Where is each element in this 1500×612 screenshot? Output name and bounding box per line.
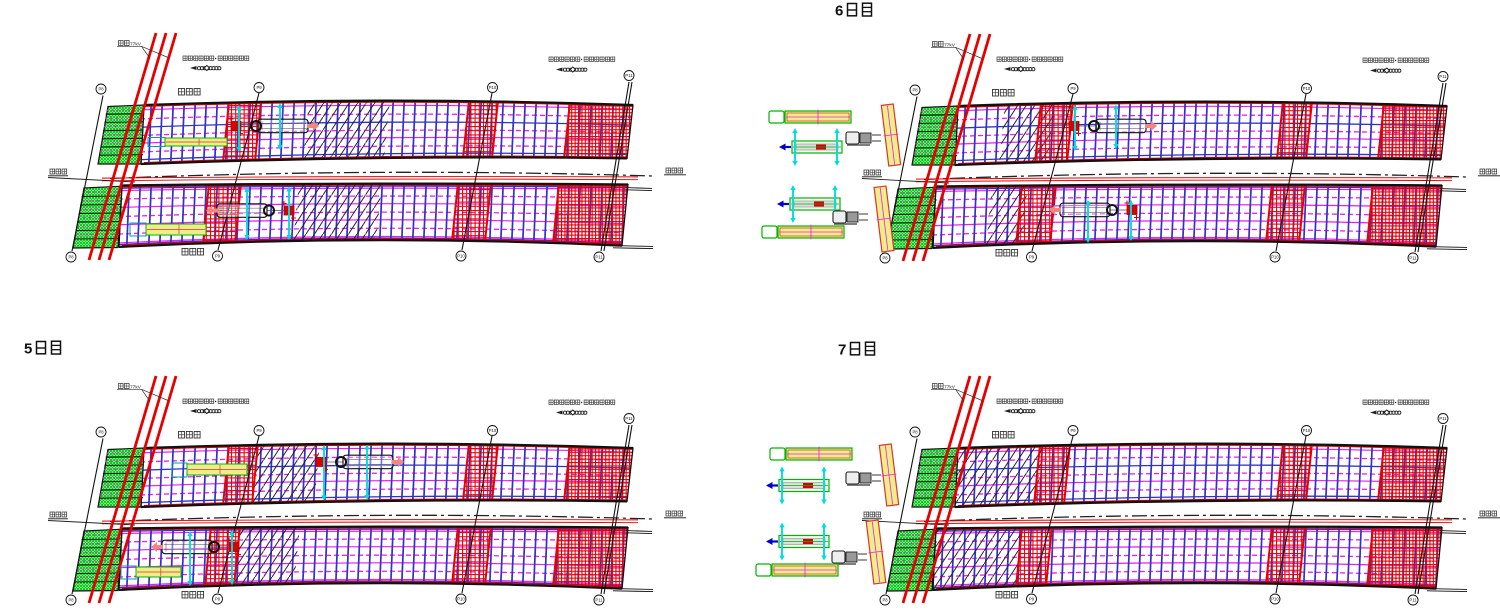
svg-text:5: 5 [24, 341, 32, 358]
svg-text:P10: P10 [457, 254, 465, 259]
svg-text:P10: P10 [1303, 428, 1311, 433]
svg-text:P11: P11 [1439, 74, 1447, 79]
svg-text:P8: P8 [98, 87, 104, 92]
svg-text:P11: P11 [625, 416, 633, 421]
svg-text:P8: P8 [98, 430, 104, 435]
svg-text:P8: P8 [882, 256, 888, 261]
svg-text:P10: P10 [457, 597, 465, 602]
svg-text:P10: P10 [489, 85, 497, 90]
svg-text:P9: P9 [1070, 86, 1076, 91]
svg-text:77kV: 77kV [944, 384, 956, 390]
svg-text:P9: P9 [215, 254, 221, 259]
svg-text:P10: P10 [1271, 597, 1279, 602]
svg-text:P9: P9 [1029, 255, 1035, 260]
svg-text:P11: P11 [1439, 416, 1447, 421]
svg-text:P11: P11 [1409, 256, 1417, 261]
svg-text:P9: P9 [215, 597, 221, 602]
svg-text:P10: P10 [489, 428, 497, 433]
svg-text:P10: P10 [1303, 86, 1311, 91]
svg-text:P11: P11 [595, 598, 603, 603]
svg-text:P8: P8 [912, 88, 918, 93]
svg-text:77kV: 77kV [130, 384, 142, 390]
svg-text:P10: P10 [1271, 255, 1279, 260]
svg-text:P9: P9 [256, 428, 262, 433]
svg-text:P8: P8 [912, 430, 918, 435]
svg-text:P9: P9 [256, 85, 262, 90]
svg-text:P9: P9 [1029, 597, 1035, 602]
svg-text:P11: P11 [1409, 598, 1417, 603]
svg-text:P11: P11 [595, 255, 603, 260]
svg-text:6: 6 [835, 3, 843, 20]
svg-text:P11: P11 [625, 73, 633, 78]
svg-text:7: 7 [838, 342, 846, 359]
svg-text:77kV: 77kV [130, 41, 142, 47]
svg-text:77kV: 77kV [944, 42, 956, 48]
svg-text:P9: P9 [1070, 428, 1076, 433]
svg-text:P8: P8 [68, 255, 74, 260]
svg-text:P8: P8 [68, 598, 74, 603]
svg-text:P8: P8 [882, 598, 888, 603]
